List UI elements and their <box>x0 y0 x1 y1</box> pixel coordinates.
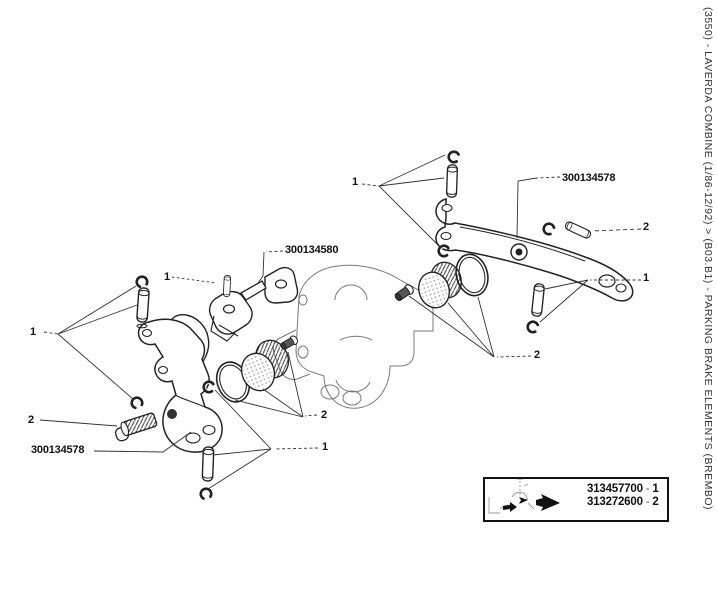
legend-ref-number: 2 <box>652 496 659 508</box>
legend-separator: - <box>645 496 650 508</box>
callout-label-1: 1 <box>322 441 328 453</box>
legend-part-number[interactable]: 313457700 <box>587 483 643 495</box>
legend-part-number[interactable]: 313272600 <box>587 496 643 508</box>
right-brake-lever <box>435 198 634 302</box>
legend-separator: - <box>645 483 650 495</box>
small-right-arrow-icon <box>503 502 517 512</box>
legend-ref-number: 1 <box>652 483 659 495</box>
right-o-ring <box>455 253 489 297</box>
left-bleeder-screw <box>280 335 299 350</box>
pivot-pin <box>222 274 232 298</box>
legend-box <box>483 477 669 522</box>
callout-label-1: 1 <box>30 326 36 338</box>
adjuster-plug <box>114 412 158 442</box>
right-piston <box>417 261 462 309</box>
left-piston <box>240 339 290 392</box>
legend-arrow-icons <box>503 494 560 512</box>
part-number-label-right-lever[interactable]: 300134578 <box>562 172 616 184</box>
washer <box>136 323 148 329</box>
callout-label-1: 1 <box>352 176 358 188</box>
left-brake-lever <box>137 318 223 453</box>
pivot-pin <box>563 220 593 240</box>
callout-label-1: 1 <box>164 271 170 283</box>
connecting-rod <box>208 266 299 342</box>
callout-label-2: 2 <box>28 414 34 426</box>
part-number-label-left-lever[interactable]: 300134578 <box>31 444 85 456</box>
legend-row-2[interactable]: 313272600 - 2 <box>587 496 659 508</box>
pivot-pin <box>135 286 151 324</box>
e-clip-icon <box>201 379 215 395</box>
pivot-pin <box>445 164 459 198</box>
callout-leader-lines <box>39 154 642 490</box>
e-clip-icon <box>540 220 557 237</box>
callout-label-2: 2 <box>534 349 540 361</box>
e-clip-icon <box>198 486 214 501</box>
e-clip-icon <box>446 149 461 165</box>
pivot-pin <box>201 446 215 482</box>
breadcrumb: (3550) - LAVERDA COMBINE (1/86-12/92) > … <box>702 7 714 511</box>
callout-label-1: 1 <box>643 272 649 284</box>
right-bleeder-screw <box>394 284 414 302</box>
e-clip-icon <box>133 273 150 289</box>
part-number-label-rod[interactable]: 300134580 <box>285 244 339 256</box>
pivot-pin <box>530 282 546 318</box>
large-right-arrow-icon <box>536 494 560 511</box>
small-flag-arrow-icon <box>519 497 528 504</box>
callout-label-2: 2 <box>321 409 327 421</box>
legend-row-1[interactable]: 313457700 - 1 <box>587 483 659 495</box>
caliper-body <box>272 264 434 409</box>
callout-label-2: 2 <box>643 221 649 233</box>
e-clip-icon <box>524 318 540 335</box>
